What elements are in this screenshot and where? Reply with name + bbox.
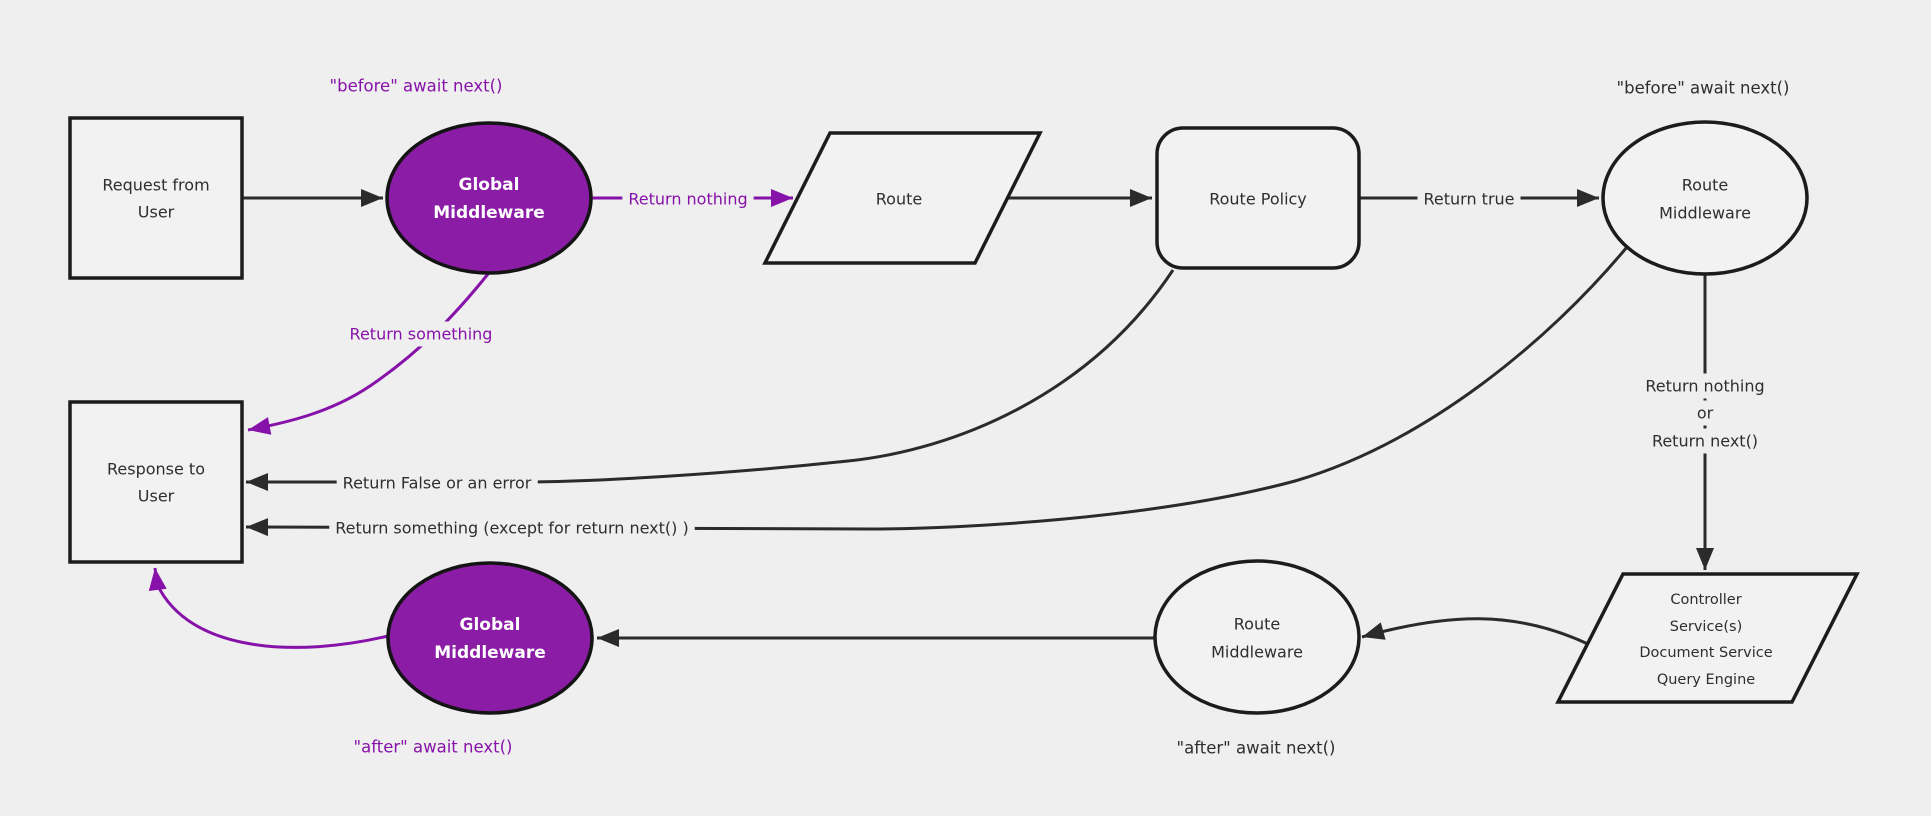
edge-label-return-nothing-or-next-line1: Return nothing [1645, 377, 1764, 396]
controller-line3: Document Service [1639, 645, 1772, 661]
global-middleware-bottom-ellipse [386, 561, 594, 715]
route-middleware-bottom-line1: Route [1234, 615, 1280, 634]
edge-label-background [1645, 428, 1765, 454]
node-route-policy: Route Policy [1155, 126, 1361, 270]
global-middleware-bottom-line1: Global [460, 615, 521, 635]
response-label-line2: User [138, 487, 175, 506]
controller-line4: Query Engine [1657, 672, 1755, 688]
global-middleware-top-line2: Middleware [433, 203, 545, 223]
route-middleware-top-ellipse [1601, 120, 1809, 276]
edge-label-background [1639, 373, 1771, 399]
annotation-after-await-left: "after" await next() [354, 738, 513, 757]
route-middleware-bottom-ellipse [1153, 559, 1361, 715]
controller-parallelogram [1555, 572, 1860, 704]
request-box [68, 116, 244, 280]
edge-labels: Return nothing Return true Return someth… [329, 186, 1771, 541]
edge-global-middleware-to-response [247, 273, 490, 435]
node-controller-services: Controller Service(s) Document Service Q… [1555, 572, 1860, 704]
node-route: Route [762, 131, 1043, 265]
route-middleware-top-line1: Route [1682, 176, 1728, 195]
annotations: "before" await next() "before" await nex… [330, 77, 1790, 758]
edge-label-background [336, 470, 538, 496]
edge-label-return-something-except: Return something (except for return next… [335, 519, 688, 538]
edge-route-middleware-to-response [245, 246, 1629, 537]
edge-label-return-something: Return something [350, 325, 493, 344]
annotation-after-await-right: "after" await next() [1177, 739, 1336, 758]
route-parallelogram [762, 131, 1043, 265]
route-middleware-bottom-line2: Middleware [1211, 643, 1303, 662]
global-middleware-top-ellipse [385, 121, 593, 275]
annotation-before-await-left: "before" await next() [330, 77, 503, 96]
node-route-middleware-bottom: Route Middleware [1153, 559, 1361, 715]
node-global-middleware-bottom: Global Middleware [386, 561, 594, 715]
edge-label-return-nothing-or-next-line3: Return next() [1652, 432, 1758, 451]
response-box [68, 400, 244, 564]
edge-label-return-nothing-or-next-line2: or [1697, 404, 1714, 423]
edge-label-return-nothing: Return nothing [628, 190, 747, 209]
response-label-line1: Response to [107, 460, 205, 479]
edge-global-middleware-bottom-to-response [148, 567, 389, 649]
edge-route-policy-to-response [246, 269, 1175, 491]
request-label-line2: User [138, 203, 175, 222]
node-request-from-user: Request from User [68, 116, 244, 280]
edge-label-background [622, 186, 754, 212]
route-label: Route [876, 190, 922, 209]
route-policy-label: Route Policy [1209, 190, 1307, 209]
edge-label-background [329, 515, 695, 541]
route-policy-box [1155, 126, 1361, 270]
route-middleware-top-line2: Middleware [1659, 204, 1751, 223]
edge-label-background [343, 321, 499, 347]
edges [148, 189, 1714, 649]
edge-controller-to-route-middleware-bottom [1361, 617, 1589, 646]
global-middleware-bottom-line2: Middleware [434, 643, 546, 663]
edge-label-background [1690, 400, 1720, 426]
edge-label-return-false-or-error: Return False or an error [343, 474, 532, 493]
node-response-to-user: Response to User [68, 400, 244, 564]
edge-label-return-true: Return true [1423, 190, 1514, 209]
controller-line2: Service(s) [1670, 619, 1742, 635]
global-middleware-top-line1: Global [459, 175, 520, 195]
annotation-before-await-right: "before" await next() [1617, 79, 1790, 98]
edge-label-background [1417, 186, 1521, 212]
node-route-middleware-top: Route Middleware [1601, 120, 1809, 276]
request-label-line1: Request from [102, 176, 209, 195]
controller-line1: Controller [1670, 592, 1741, 608]
node-global-middleware-top: Global Middleware [385, 121, 593, 275]
